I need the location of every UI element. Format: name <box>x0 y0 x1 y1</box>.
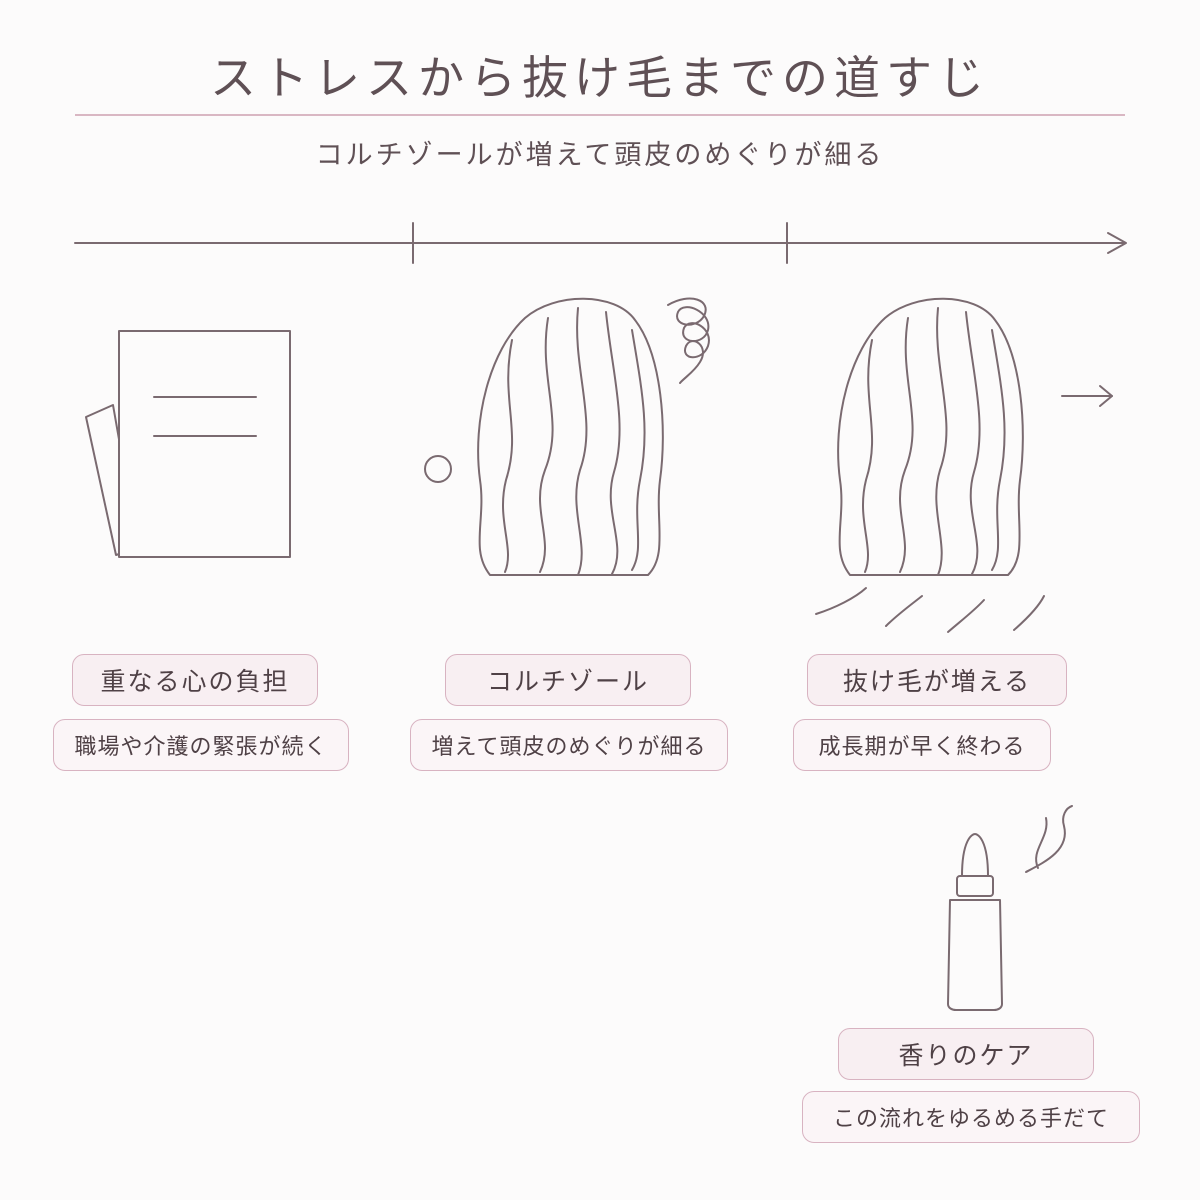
step-1-label: 重なる心の負担 <box>72 654 318 706</box>
hair-icon <box>837 297 1024 576</box>
aroma-icon <box>1025 805 1073 873</box>
document-icon <box>85 330 291 558</box>
step-3-label: 抜け毛が増える <box>807 654 1067 706</box>
hair-icon <box>477 297 664 576</box>
swirl-icon <box>667 297 710 384</box>
step-3-detail: 成長期が早く終わる <box>793 719 1051 771</box>
oil-bottle-icon <box>947 833 1003 1011</box>
title-divider <box>75 114 1125 116</box>
bubble-icon <box>424 455 452 483</box>
arrow-icon <box>1061 385 1113 407</box>
step-2-label: コルチゾール <box>445 654 691 706</box>
care-label: 香りのケア <box>838 1028 1094 1080</box>
care-detail: この流れをゆるめる手だて <box>802 1091 1140 1143</box>
falling-hair-icon <box>815 587 1045 633</box>
step-1-detail: 職場や介護の緊張が続く <box>53 719 349 771</box>
diagram-subtitle: コルチゾールが増えて頭皮のめぐりが細る <box>315 140 885 171</box>
timeline-arrow-icon <box>74 222 1127 264</box>
diagram-title: ストレスから抜け毛までの道すじ <box>210 51 990 105</box>
step-2-detail: 増えて頭皮のめぐりが細る <box>410 719 728 771</box>
